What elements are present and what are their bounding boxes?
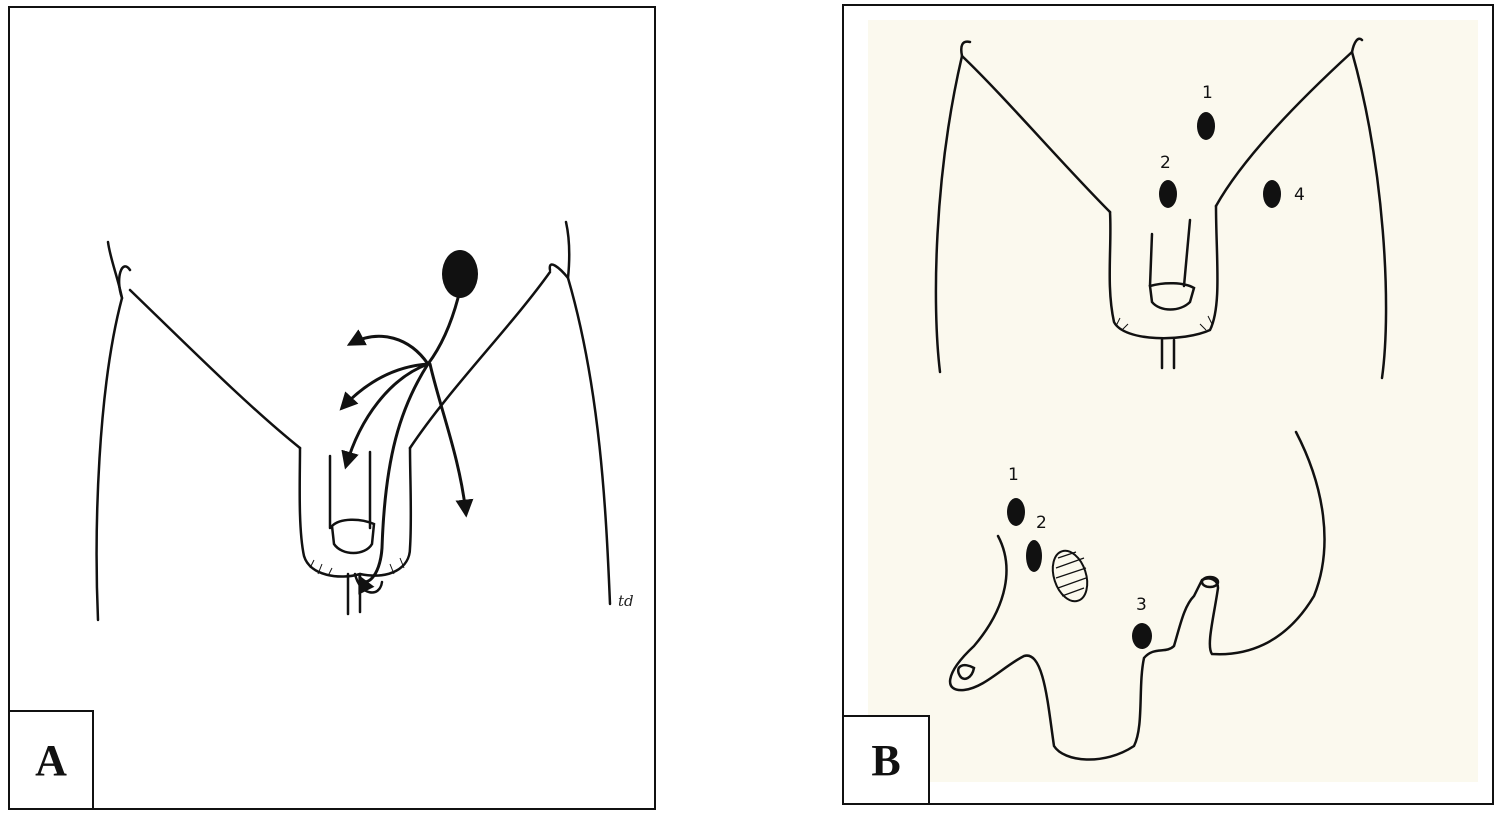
scrotum-hatching <box>309 557 405 577</box>
front-view-outline <box>934 37 1388 380</box>
lymph-node-icon <box>442 250 478 298</box>
node-2-front-icon <box>1159 180 1177 208</box>
front-view-nodes: 1 2 4 <box>1159 83 1305 208</box>
hatched-structure-lines <box>1055 551 1087 597</box>
paper-background <box>868 20 1478 782</box>
drainage-arrows <box>339 296 474 595</box>
node-2-front-label: 2 <box>1160 153 1171 173</box>
node-4-front-icon <box>1263 180 1281 208</box>
node-4-front-label: 4 <box>1294 185 1305 205</box>
node-1-front-label: 1 <box>1202 83 1213 103</box>
node-1-front-icon <box>1197 112 1215 140</box>
side-view-outline <box>948 430 1326 761</box>
front-view-hatching <box>1115 315 1213 331</box>
hatched-structure <box>1051 549 1089 603</box>
node-1-side-icon <box>1007 498 1025 526</box>
node-1-side-label: 1 <box>1008 465 1019 485</box>
node-3-side-label: 3 <box>1136 595 1147 615</box>
panel-a: td A <box>8 6 656 810</box>
side-view-nodes: 1 2 3 <box>1007 465 1152 649</box>
node-2-side-icon <box>1026 540 1042 572</box>
body-outline <box>95 220 612 622</box>
panel-b: 1 2 4 1 2 3 B <box>842 4 1494 805</box>
panel-b-label: B <box>842 715 930 805</box>
panel-a-label: A <box>8 710 94 810</box>
panel-a-illustration: td <box>95 220 634 622</box>
node-3-side-icon <box>1132 623 1152 649</box>
artist-initials: td <box>618 592 634 610</box>
node-2-side-label: 2 <box>1036 513 1047 533</box>
panel-b-illustration: 1 2 4 1 2 3 <box>868 20 1478 782</box>
